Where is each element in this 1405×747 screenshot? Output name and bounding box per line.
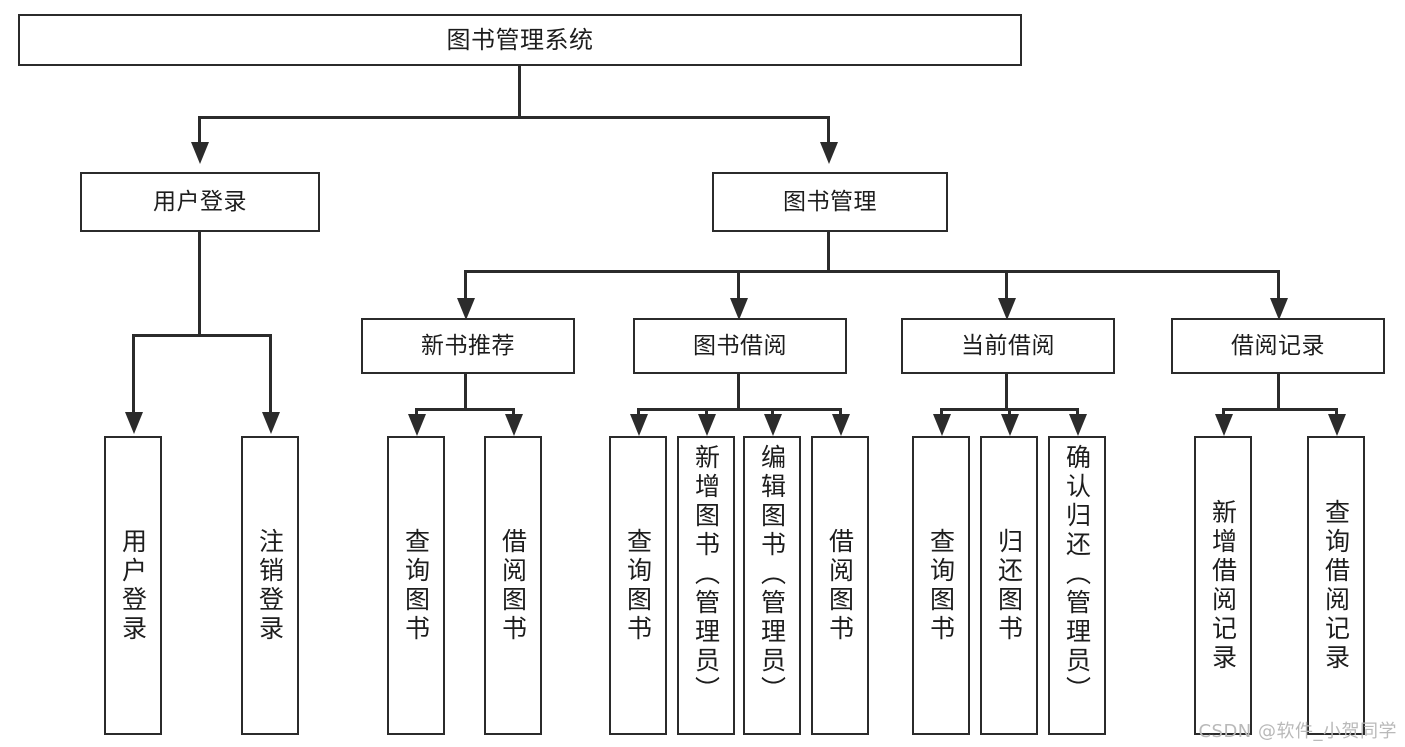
connector-book-manage-stem: [827, 232, 830, 272]
arrow-book-borrow-to-leaf-3: [764, 414, 782, 436]
node-root[interactable]: 图书管理系统: [18, 14, 1022, 66]
node-book-manage-label: 图书管理: [783, 188, 877, 215]
connector-root-bar: [198, 116, 830, 119]
connector-book-borrow-to-leaf-4: [839, 408, 842, 418]
connector-borrow-record-to-leaf-1: [1222, 408, 1225, 418]
connector-borrow-record-stem: [1277, 374, 1280, 410]
connector-current-borrow-to-leaf-2: [1008, 408, 1011, 418]
connector-book-borrow-to-leaf-1: [637, 408, 640, 418]
connector-book-manage-bar: [464, 270, 1280, 273]
node-leaf-return-book[interactable]: 归还图书: [980, 436, 1038, 735]
node-leaf-query-book-2-label: 查询图书: [623, 527, 653, 644]
node-root-label: 图书管理系统: [446, 26, 594, 54]
node-leaf-edit-book[interactable]: 编辑图书（管理员）: [743, 436, 801, 735]
arrow-new-book-to-leaf-1: [408, 414, 426, 436]
arrow-current-borrow-to-leaf-1: [933, 414, 951, 436]
connector-book-manage-to-book-borrow: [737, 270, 740, 300]
arrow-root-to-book-manage: [820, 142, 838, 164]
connector-user-login-to-leaf-1: [132, 334, 135, 414]
arrow-book-borrow-to-leaf-2: [698, 414, 716, 436]
node-current-borrow[interactable]: 当前借阅: [901, 318, 1115, 374]
node-new-book-recommend-label: 新书推荐: [421, 332, 515, 359]
node-leaf-user-logout-label: 注销登录: [255, 527, 285, 644]
connector-user-login-stem: [198, 232, 201, 336]
arrow-user-login-to-leaf-2: [262, 412, 280, 434]
node-current-borrow-label: 当前借阅: [961, 332, 1055, 359]
node-user-login-label: 用户登录: [153, 188, 247, 215]
connector-current-borrow-to-leaf-3: [1076, 408, 1079, 418]
node-leaf-confirm-return-label: 确认归还（管理员）: [1062, 444, 1092, 705]
arrow-borrow-record-to-leaf-1: [1215, 414, 1233, 436]
connector-book-manage-to-new-book: [464, 270, 467, 300]
connector-current-borrow-to-leaf-1: [940, 408, 943, 418]
node-leaf-query-record-label: 查询借阅记录: [1321, 498, 1351, 673]
connector-root-to-user-login: [198, 116, 201, 144]
connector-new-book-stem: [464, 374, 467, 410]
node-leaf-user-login-label: 用户登录: [118, 527, 148, 644]
connector-user-login-to-leaf-2: [269, 334, 272, 414]
arrow-book-borrow-to-leaf-4: [832, 414, 850, 436]
arrow-new-book-to-leaf-2: [505, 414, 523, 436]
node-leaf-borrow-book-2-label: 借阅图书: [825, 527, 855, 644]
node-user-login[interactable]: 用户登录: [80, 172, 320, 232]
node-leaf-query-book-1[interactable]: 查询图书: [387, 436, 445, 735]
node-leaf-add-book-label: 新增图书（管理员）: [691, 444, 721, 705]
arrow-current-borrow-to-leaf-2: [1001, 414, 1019, 436]
arrow-current-borrow-to-leaf-3: [1069, 414, 1087, 436]
node-leaf-edit-book-label: 编辑图书（管理员）: [757, 444, 787, 705]
arrow-book-borrow-to-leaf-1: [630, 414, 648, 436]
arrow-book-manage-to-borrow-record: [1270, 298, 1288, 320]
node-leaf-query-book-3[interactable]: 查询图书: [912, 436, 970, 735]
node-leaf-return-book-label: 归还图书: [994, 527, 1024, 644]
connector-book-borrow-stem: [737, 374, 740, 410]
arrow-book-manage-to-new-book: [457, 298, 475, 320]
node-new-book-recommend[interactable]: 新书推荐: [361, 318, 575, 374]
node-leaf-borrow-book-1[interactable]: 借阅图书: [484, 436, 542, 735]
node-leaf-query-record[interactable]: 查询借阅记录: [1307, 436, 1365, 735]
arrow-borrow-record-to-leaf-2: [1328, 414, 1346, 436]
connector-root-to-book-manage: [827, 116, 830, 144]
connector-book-manage-to-current-borrow: [1005, 270, 1008, 300]
node-leaf-add-record[interactable]: 新增借阅记录: [1194, 436, 1252, 735]
connector-new-book-bar: [415, 408, 515, 411]
node-leaf-query-book-1-label: 查询图书: [401, 527, 431, 644]
connector-book-borrow-bar: [637, 408, 841, 411]
arrow-book-manage-to-current-borrow: [998, 298, 1016, 320]
connector-book-borrow-to-leaf-2: [705, 408, 708, 418]
arrow-book-manage-to-book-borrow: [730, 298, 748, 320]
connector-book-borrow-to-leaf-3: [771, 408, 774, 418]
node-leaf-borrow-book-2[interactable]: 借阅图书: [811, 436, 869, 735]
arrow-user-login-to-leaf-1: [125, 412, 143, 434]
connector-borrow-record-to-leaf-2: [1335, 408, 1338, 418]
node-book-manage[interactable]: 图书管理: [712, 172, 948, 232]
node-book-borrow-label: 图书借阅: [693, 332, 787, 359]
arrow-root-to-user-login: [191, 142, 209, 164]
connector-new-book-to-leaf-1: [415, 408, 418, 418]
node-leaf-user-logout[interactable]: 注销登录: [241, 436, 299, 735]
node-book-borrow[interactable]: 图书借阅: [633, 318, 847, 374]
node-leaf-add-book[interactable]: 新增图书（管理员）: [677, 436, 735, 735]
node-leaf-query-book-2[interactable]: 查询图书: [609, 436, 667, 735]
node-leaf-query-book-3-label: 查询图书: [926, 527, 956, 644]
connector-book-manage-to-borrow-record: [1277, 270, 1280, 300]
connector-current-borrow-stem: [1005, 374, 1008, 410]
connector-new-book-to-leaf-2: [512, 408, 515, 418]
node-borrow-record[interactable]: 借阅记录: [1171, 318, 1385, 374]
node-leaf-add-record-label: 新增借阅记录: [1208, 498, 1238, 673]
node-leaf-user-login[interactable]: 用户登录: [104, 436, 162, 735]
node-leaf-borrow-book-1-label: 借阅图书: [498, 527, 528, 644]
connector-user-login-bar: [132, 334, 272, 337]
connector-root-stem: [518, 66, 521, 118]
node-borrow-record-label: 借阅记录: [1231, 332, 1325, 359]
node-leaf-confirm-return[interactable]: 确认归还（管理员）: [1048, 436, 1106, 735]
connector-borrow-record-bar: [1222, 408, 1338, 411]
